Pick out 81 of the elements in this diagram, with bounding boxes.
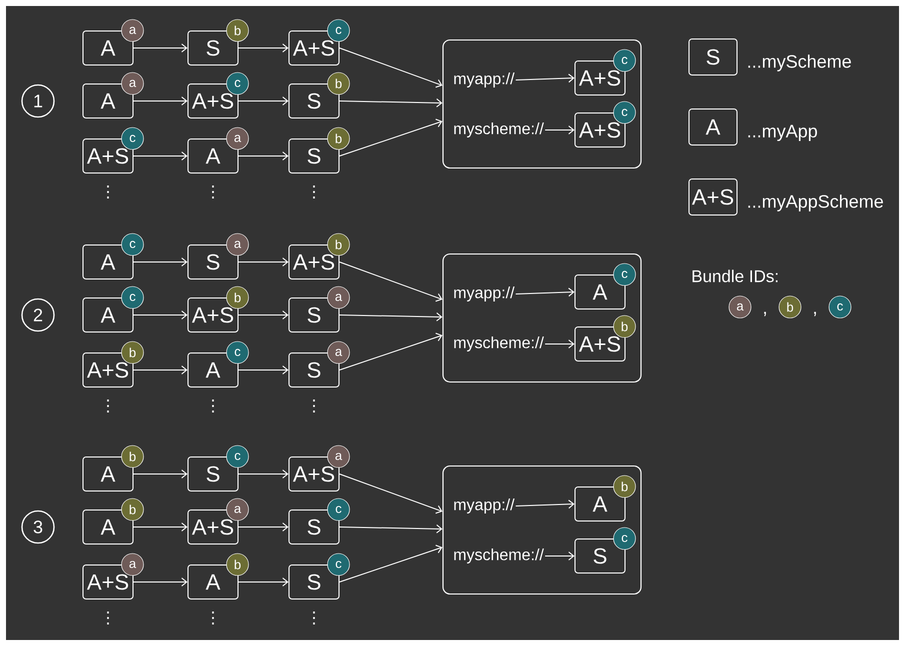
arrow	[133, 522, 188, 532]
arrow	[339, 332, 442, 370]
arrow	[238, 578, 288, 586]
badge: c	[613, 263, 636, 286]
key-box: A+S	[688, 178, 738, 216]
badge: b	[121, 445, 144, 468]
ellipsis: ⋮	[313, 186, 315, 198]
arrow	[544, 552, 574, 560]
key-box: A	[688, 108, 738, 146]
arrow	[133, 470, 188, 478]
heading-text: Bundle IDs:	[692, 270, 778, 282]
arrow	[133, 258, 188, 266]
arrow	[238, 366, 288, 374]
url-text: myscheme://	[454, 336, 544, 352]
arrow	[133, 44, 188, 52]
badge: a	[121, 72, 144, 95]
arrow	[133, 578, 188, 586]
badge: a	[121, 19, 144, 42]
arrow	[238, 310, 288, 320]
badge: a	[226, 127, 249, 150]
badge: c	[226, 341, 249, 364]
badge: c	[121, 233, 144, 256]
arrow	[339, 524, 442, 534]
separator: ,	[764, 312, 766, 316]
badge: a	[327, 286, 350, 309]
badge: b	[327, 72, 350, 95]
arrow	[339, 118, 442, 156]
key-box: S	[688, 38, 738, 76]
badge: c	[613, 527, 636, 550]
arrow	[238, 522, 288, 532]
description-text: ...myScheme	[748, 54, 851, 72]
arrow	[544, 340, 574, 348]
arrow	[515, 288, 574, 297]
bundle-id-badge: a	[728, 296, 752, 318]
arrow	[133, 152, 188, 160]
description-text: ...myApp	[748, 124, 817, 142]
badge: b	[226, 19, 249, 42]
arrow	[339, 544, 442, 582]
bundle-id-badge: c	[828, 296, 852, 318]
arrow	[238, 470, 288, 478]
step-number: 3	[21, 510, 55, 544]
arrow	[515, 500, 574, 509]
badge: c	[121, 286, 144, 309]
group-box	[442, 465, 642, 595]
ellipsis: ⋮	[212, 186, 214, 198]
ellipsis: ⋮	[212, 400, 214, 412]
arrow	[238, 44, 288, 52]
arrow	[133, 96, 188, 106]
arrow	[515, 74, 574, 83]
badge: b	[613, 475, 636, 498]
ellipsis: ⋮	[313, 400, 315, 412]
description-text: ...myAppScheme	[748, 194, 883, 212]
separator: ,	[814, 312, 816, 316]
arrow	[238, 258, 288, 266]
ellipsis: ⋮	[107, 400, 109, 412]
arrow	[238, 96, 288, 106]
badge: b	[327, 127, 350, 150]
badge: c	[226, 445, 249, 468]
step-number: 1	[21, 84, 55, 118]
badge: c	[327, 553, 350, 576]
group-box	[442, 253, 642, 383]
url-text: myscheme://	[454, 122, 544, 138]
arrow	[544, 126, 574, 134]
badge: b	[121, 498, 144, 521]
badge: a	[327, 341, 350, 364]
badge: c	[327, 498, 350, 521]
arrow	[238, 152, 288, 160]
url-text: myscheme://	[454, 548, 544, 564]
arrow	[133, 366, 188, 374]
group-box	[442, 39, 642, 169]
url-text: myapp://	[454, 498, 515, 514]
url-text: myapp://	[454, 72, 515, 88]
arrow	[339, 312, 442, 322]
step-number: 2	[21, 298, 55, 332]
bundle-id-badge: b	[778, 296, 802, 318]
arrow	[339, 98, 442, 108]
arrow	[133, 310, 188, 320]
badge: a	[226, 233, 249, 256]
url-text: myapp://	[454, 286, 515, 302]
badge: b	[226, 553, 249, 576]
ellipsis: ⋮	[107, 186, 109, 198]
